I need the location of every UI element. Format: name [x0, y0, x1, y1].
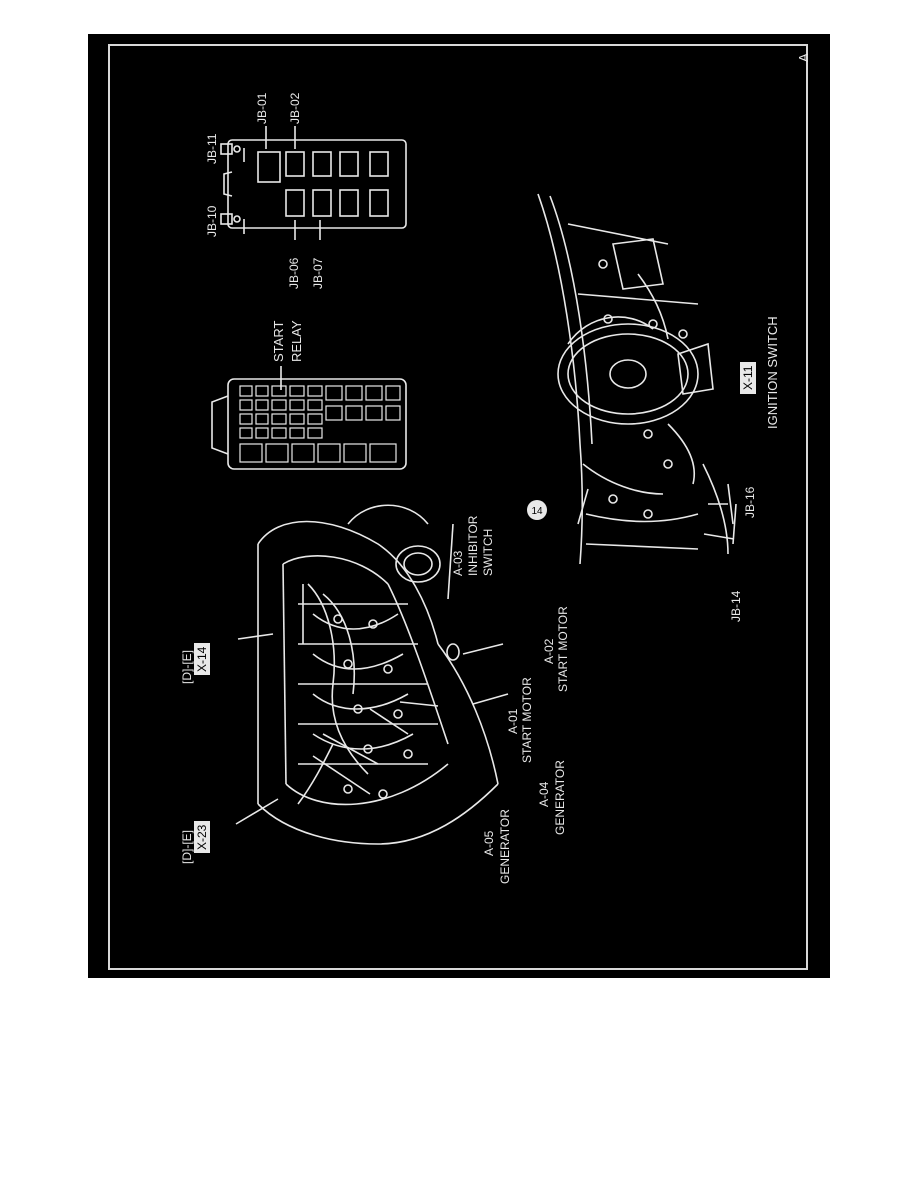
label-jb-11: JB-11 — [205, 133, 219, 164]
badge-x-14: X-14 — [194, 643, 210, 675]
label-jb-10: JB-10 — [205, 205, 219, 237]
instrument-panel — [537, 193, 737, 565]
fuse-relay-box — [211, 366, 407, 470]
label-a-01-start-motor: START MOTOR — [520, 677, 534, 763]
corner-letter: A — [796, 53, 808, 62]
badge-x-11: X-11 — [740, 362, 756, 394]
wiring-location-diagram: 14 A JB-01 JB-02 JB-11 JB-10 JB-06 JB-07… — [108, 44, 811, 970]
label-jb-07: JB-07 — [311, 257, 325, 289]
diagram-border — [108, 44, 808, 970]
label-a-01: A-01 — [506, 708, 520, 734]
engine-compartment — [235, 504, 509, 845]
label-jb-01: JB-01 — [255, 92, 269, 124]
label-a-04: A-04 — [537, 781, 551, 807]
diagram-frame — [88, 34, 830, 978]
label-ignition-switch: IGNITION SWITCH — [765, 316, 780, 429]
label-start-relay-1: START — [271, 321, 286, 362]
label-x-14: X-14 — [195, 646, 209, 672]
label-a-02: A-02 — [542, 638, 556, 664]
label-jb-06: JB-06 — [287, 257, 301, 289]
label-inhibitor: INHIBITOR — [466, 515, 480, 576]
label-jb-16: JB-16 — [743, 486, 757, 518]
label-a-02-start-motor: START MOTOR — [556, 606, 570, 692]
label-a-03: A-03 — [451, 550, 465, 576]
label-x-14-loc: [D]-[E] — [180, 650, 194, 684]
label-a-05: A-05 — [482, 830, 496, 856]
label-x-23-loc: [D]-[E] — [180, 830, 194, 864]
label-jb-02: JB-02 — [288, 92, 302, 124]
label-jb-14: JB-14 — [729, 590, 743, 622]
diagram-svg: 14 A JB-01 JB-02 JB-11 JB-10 JB-06 JB-07… — [180, 53, 811, 884]
labels-group: A JB-01 JB-02 JB-11 JB-10 JB-06 JB-07 ST… — [180, 53, 811, 884]
label-x-11: X-11 — [741, 365, 755, 390]
callout-14-label: 14 — [531, 506, 543, 517]
label-a-05-generator: GENERATOR — [498, 809, 512, 884]
junction-box-jb — [220, 126, 407, 240]
label-a-04-generator: GENERATOR — [553, 760, 567, 835]
callout-14: 14 — [527, 500, 547, 520]
label-x-23: X-23 — [195, 824, 209, 850]
label-start-relay-2: RELAY — [289, 320, 304, 362]
label-switch: SWITCH — [481, 529, 495, 576]
badge-x-23: X-23 — [194, 821, 210, 853]
